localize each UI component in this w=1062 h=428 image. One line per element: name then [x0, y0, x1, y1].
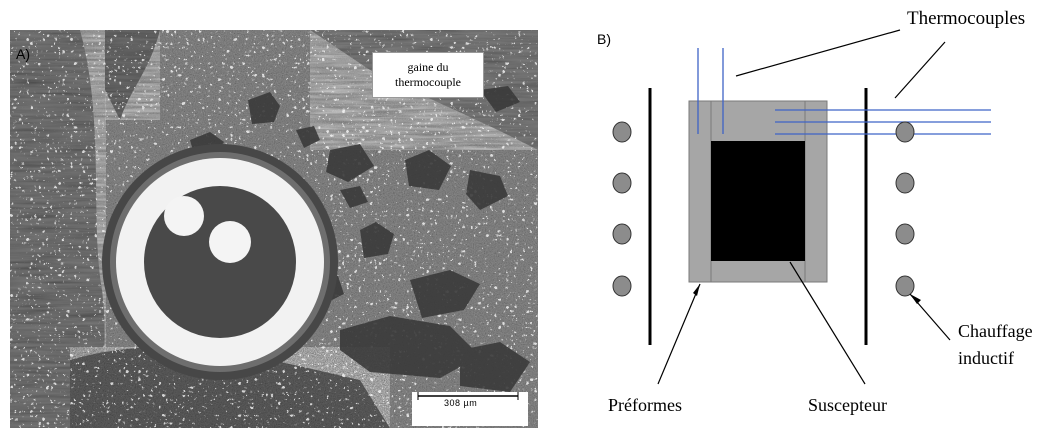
sheath-label-line2: thermocouple	[395, 75, 461, 89]
suscepteur-leader	[789, 261, 866, 385]
heating-label: Chauffage inductif	[958, 318, 1033, 372]
preformes-label: Préformes	[608, 395, 682, 415]
coil-turn	[895, 121, 915, 143]
sheath-label-box: gaine du thermocouple	[372, 52, 484, 98]
coil-turn	[612, 275, 632, 297]
scale-bar-label: 308 µm	[444, 398, 478, 408]
induction-coils	[612, 121, 915, 297]
heating-label-line2: inductif	[958, 348, 1014, 368]
coil-turn	[612, 172, 632, 194]
panel-a-label: A)	[16, 46, 30, 62]
coil-turn	[895, 223, 915, 245]
thermocouple-wire	[209, 221, 251, 263]
thermocouples-label: Thermocouples	[907, 8, 1026, 29]
preformes-leader	[657, 283, 701, 385]
panel-b-label: B)	[597, 31, 611, 47]
sheath-label-line1: gaine du	[407, 60, 449, 74]
thermocouple-wires	[697, 48, 991, 135]
suscepteur-label: Suscepteur	[808, 395, 887, 415]
coil-turn	[895, 275, 915, 297]
coil-turn	[612, 121, 632, 143]
arrowhead	[910, 294, 921, 304]
thermocouples-leader	[735, 29, 901, 77]
thermocouples-leader	[894, 41, 946, 99]
arrowhead	[693, 284, 700, 296]
thermocouple-wire	[164, 196, 204, 236]
susceptor-block	[711, 141, 805, 261]
coil-turn	[895, 172, 915, 194]
heating-label-line1: Chauffage	[958, 321, 1033, 341]
scale-bar-box	[412, 392, 528, 426]
coil-turn	[612, 223, 632, 245]
